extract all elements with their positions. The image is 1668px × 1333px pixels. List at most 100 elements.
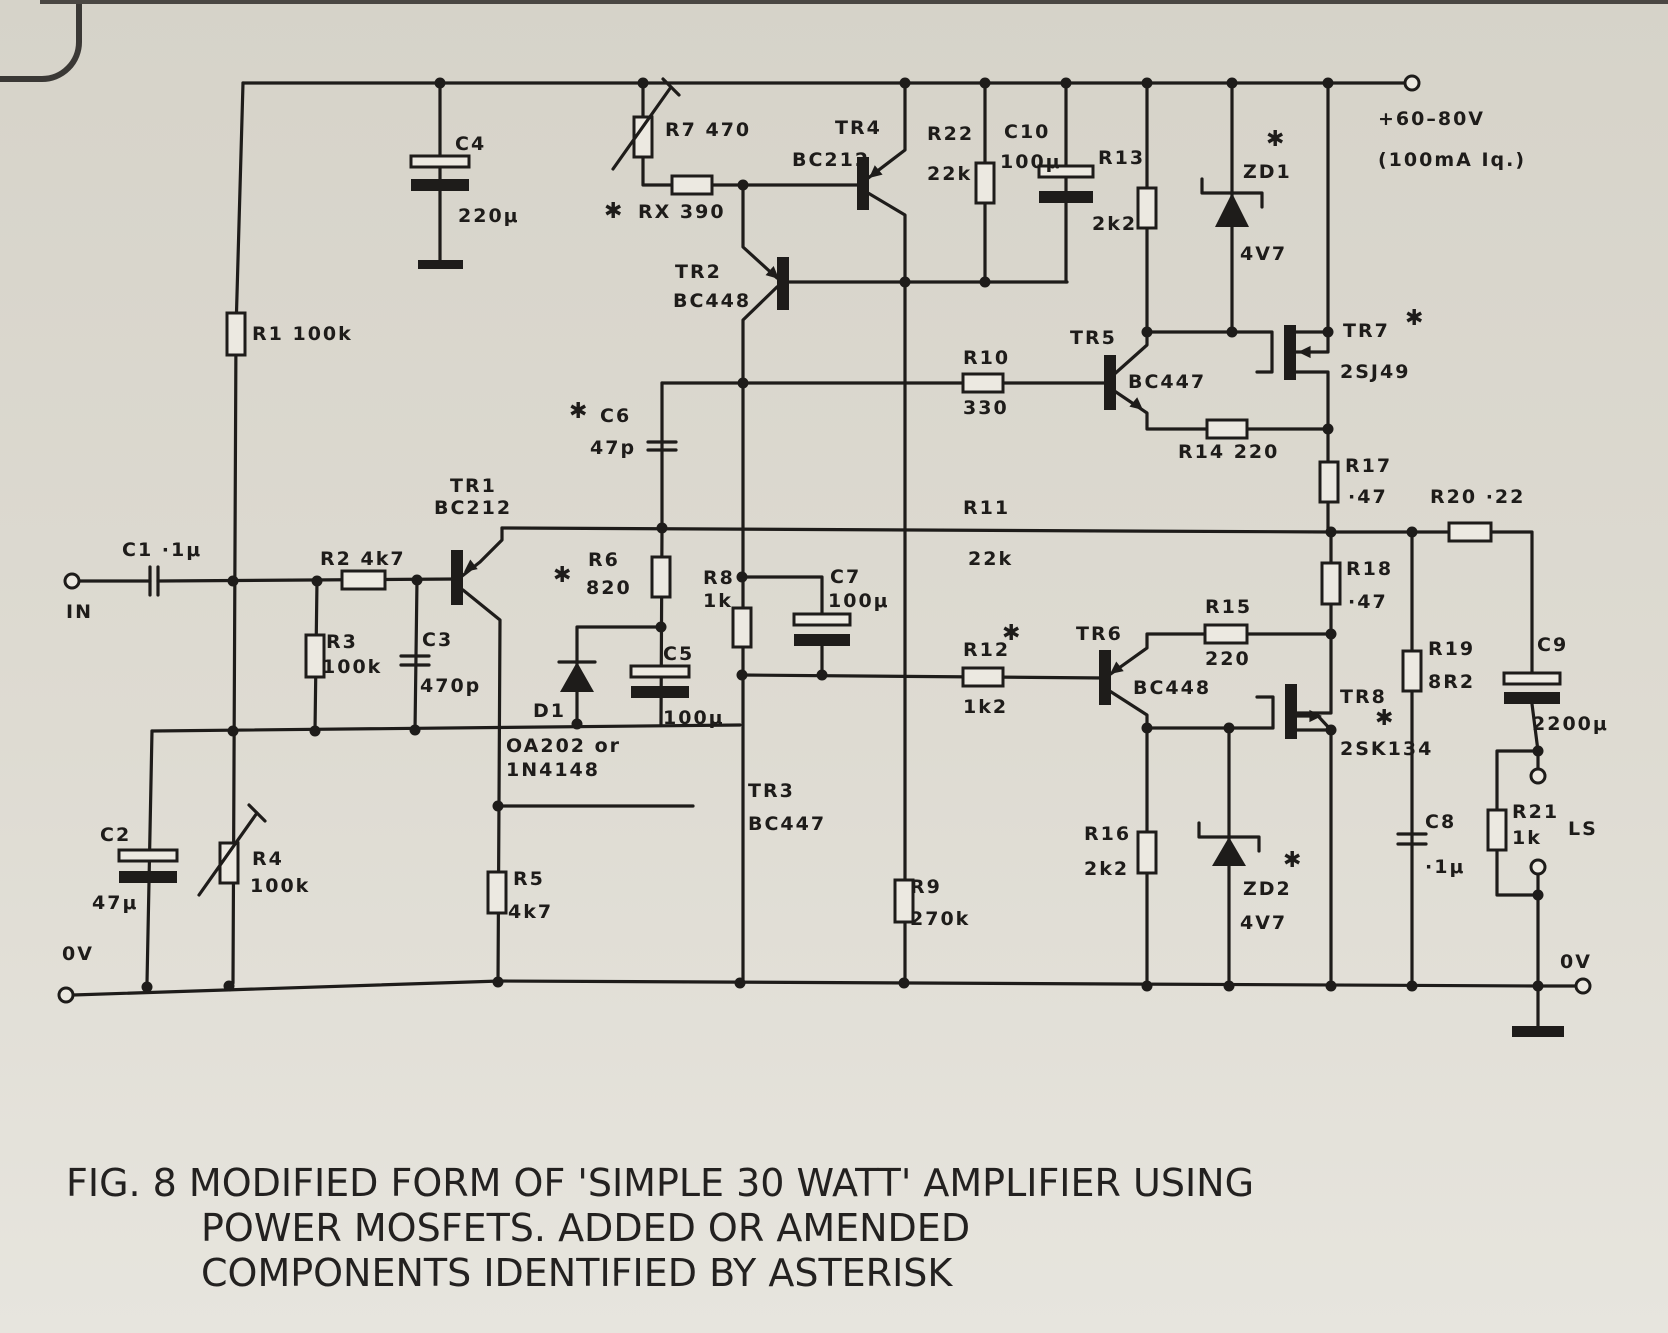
wire xyxy=(156,577,459,583)
zd1-zener-bar xyxy=(1200,177,1264,209)
junction-dot xyxy=(1325,724,1337,736)
tr8-arrow xyxy=(1309,709,1322,723)
r10-ref: R10 xyxy=(963,347,1010,369)
components xyxy=(117,77,1564,1037)
supply-terminal xyxy=(1403,74,1421,92)
r17-ref: R17 xyxy=(1345,455,1392,477)
junction-dot xyxy=(737,179,749,191)
r19-body xyxy=(1401,649,1423,693)
r14-body xyxy=(1205,418,1249,440)
c4-ground-bar xyxy=(418,260,463,269)
c1-label: C1 ·1μ xyxy=(122,539,202,561)
zd2-asterisk: ✱ xyxy=(1283,848,1301,873)
r19-ref: R19 xyxy=(1428,638,1475,660)
labels: +60–80V (100mA Iq.) 0V 0V IN LS C1 ·1μ R… xyxy=(62,108,1609,973)
tr7-base-bar xyxy=(1284,325,1296,380)
wire xyxy=(1294,370,1330,534)
c8-ref: C8 xyxy=(1425,811,1456,833)
r10-value: 330 xyxy=(963,397,1009,419)
r20-body xyxy=(1447,521,1493,543)
junction-dot xyxy=(816,669,828,681)
tr4-emitter-arrow xyxy=(869,165,883,178)
r8-ref: R8 xyxy=(703,567,735,589)
r18-body xyxy=(1320,561,1342,606)
junction-dot xyxy=(1060,77,1072,89)
zd1-ref: ZD1 xyxy=(1243,161,1292,183)
r17-value: ·47 xyxy=(1348,486,1388,508)
tr7-ref: TR7 xyxy=(1343,320,1390,342)
r15-ref: R15 xyxy=(1205,596,1252,618)
junction-dot xyxy=(1532,980,1544,992)
r17-body xyxy=(1318,460,1340,504)
d1-value: OA202 or xyxy=(506,735,621,757)
c9-value: 2200μ xyxy=(1532,713,1609,735)
junction-dot xyxy=(1406,980,1418,992)
wire xyxy=(741,183,779,280)
rx-label: RX 390 xyxy=(638,201,726,223)
c3-ref: C3 xyxy=(422,629,453,651)
feedback-line xyxy=(500,526,1333,534)
r6-ref: R6 xyxy=(588,549,620,571)
tr6-ref: TR6 xyxy=(1076,623,1123,645)
ground-right-terminal xyxy=(1574,977,1592,995)
r5-ref: R5 xyxy=(513,868,545,890)
r12-value: 1k2 xyxy=(963,696,1008,718)
junction-dot xyxy=(979,77,991,89)
r16-value: 2k2 xyxy=(1084,858,1129,880)
tr8-ref: TR8 xyxy=(1340,686,1387,708)
tr4-collector xyxy=(861,188,907,985)
junction-dot xyxy=(1322,77,1334,89)
tr1-ref: TR1 xyxy=(450,475,497,497)
wire xyxy=(1103,686,1275,730)
tr8-asterisk: ✱ xyxy=(1375,706,1393,731)
r13-value: 2k2 xyxy=(1092,213,1137,235)
junction-dot xyxy=(1325,980,1337,992)
c2-minus-plate xyxy=(119,871,177,883)
r9-body xyxy=(893,878,915,924)
r16-ref: R16 xyxy=(1084,823,1131,845)
tr6-base-bar xyxy=(1099,650,1111,705)
input-label: IN xyxy=(66,601,93,623)
junction-dot xyxy=(227,575,239,587)
r10-body xyxy=(961,372,1005,394)
junction-dot xyxy=(409,724,421,736)
c9-ref: C9 xyxy=(1537,634,1568,656)
r2-body xyxy=(340,569,387,591)
r2-label: R2 4k7 xyxy=(320,548,406,570)
wire xyxy=(1295,728,1333,988)
junction-dot xyxy=(1141,722,1153,734)
speaker-minus-terminal xyxy=(1529,858,1547,876)
wire xyxy=(740,673,1107,680)
tr3-type: BC447 xyxy=(748,813,826,835)
r12-ref: R12 xyxy=(963,639,1010,661)
c5-ref: C5 xyxy=(663,643,694,665)
junction-dot xyxy=(1322,326,1334,338)
junction-dot xyxy=(227,725,239,737)
junction-dot xyxy=(737,377,749,389)
c10-value: 100μ xyxy=(1000,151,1062,173)
caption-line-2: POWER MOSFETS. ADDED OR AMENDED xyxy=(201,1206,970,1250)
tr7-arrow xyxy=(1298,345,1311,359)
junction-dot xyxy=(434,77,446,89)
junction-dot xyxy=(411,574,423,586)
r8-value: 1k xyxy=(703,590,733,612)
r13-ref: R13 xyxy=(1098,147,1145,169)
r9-ref: R9 xyxy=(910,876,942,898)
ground-left-label: 0V xyxy=(62,943,94,965)
r11-value: 22k xyxy=(968,548,1013,570)
speaker-label: LS xyxy=(1568,818,1598,840)
junction-dot xyxy=(1223,980,1235,992)
junction-dot xyxy=(1226,77,1238,89)
r12-asterisk: ✱ xyxy=(1002,621,1020,646)
c4-plus-plate xyxy=(409,154,471,169)
tr2-emitter-arrow xyxy=(765,266,779,279)
r14-label: R14 220 xyxy=(1178,441,1279,463)
r21-value: 1k xyxy=(1512,827,1542,849)
junction-dot xyxy=(656,522,668,534)
junction-dot xyxy=(492,976,504,988)
zd1-asterisk: ✱ xyxy=(1266,127,1284,152)
junction-dot xyxy=(655,621,667,633)
r22-body xyxy=(974,161,996,205)
ground-rail xyxy=(71,979,1577,997)
c5-value: 100μ xyxy=(663,707,725,729)
